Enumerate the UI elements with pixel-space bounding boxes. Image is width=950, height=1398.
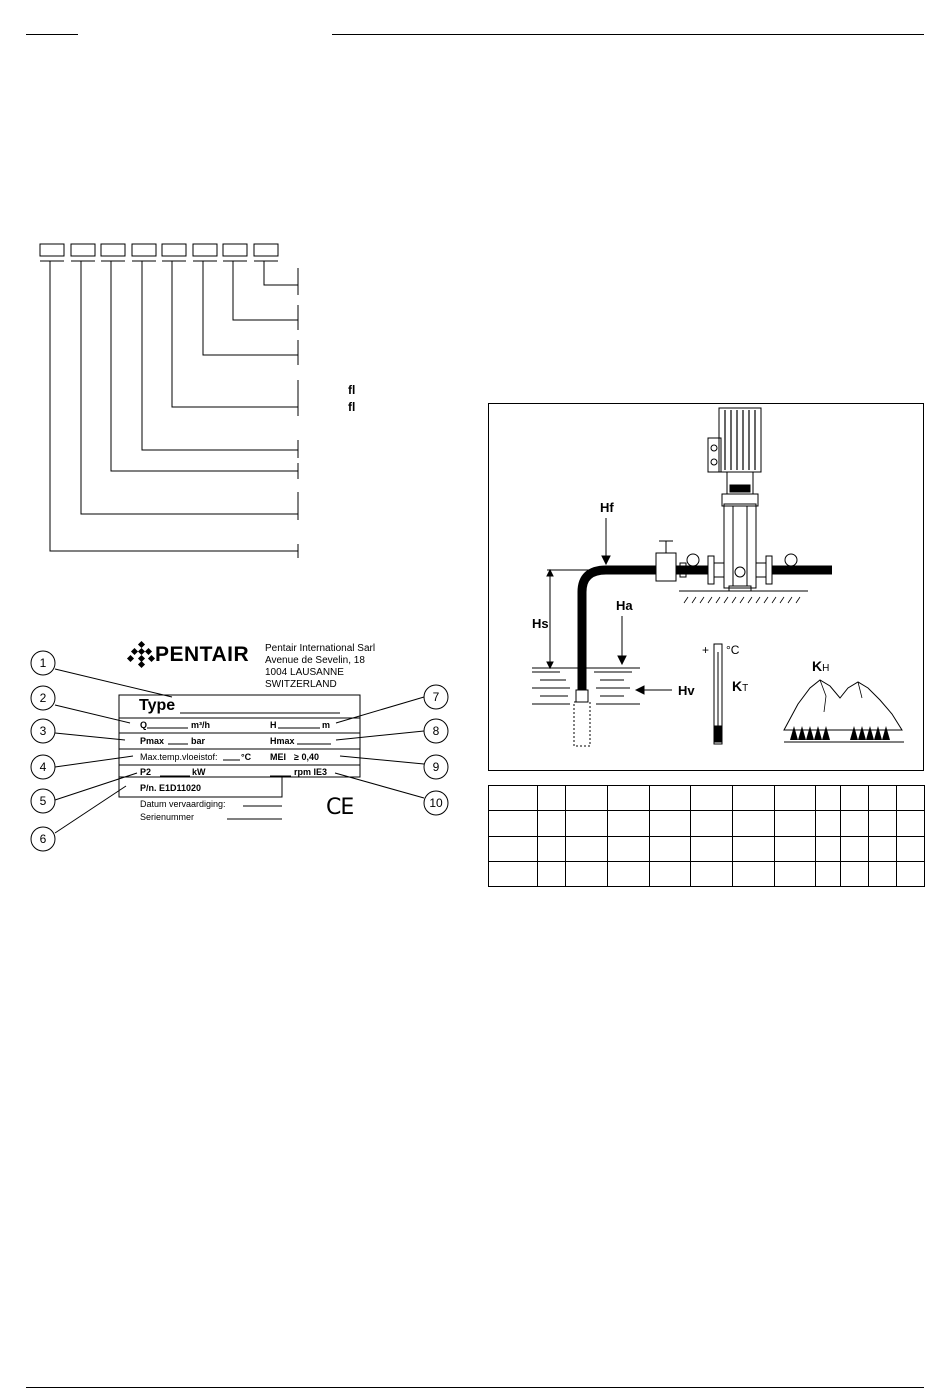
code-box-2 bbox=[70, 243, 96, 257]
code-box-1 bbox=[39, 243, 65, 257]
tree-icon bbox=[866, 726, 874, 740]
table-cell bbox=[773, 835, 817, 862]
table-cell bbox=[867, 860, 897, 888]
table-row bbox=[487, 835, 926, 862]
table-cell bbox=[607, 810, 650, 837]
code-box-4 bbox=[131, 243, 157, 257]
tree-icon bbox=[882, 726, 890, 740]
table-cell bbox=[537, 784, 567, 812]
header-rule-left bbox=[26, 34, 78, 35]
tree-icon bbox=[790, 726, 798, 740]
code-box-5 bbox=[161, 243, 187, 257]
table-cell bbox=[815, 784, 841, 812]
code-leader-line bbox=[202, 261, 298, 356]
table-cell bbox=[839, 835, 869, 862]
table-cell bbox=[732, 835, 775, 862]
table-cell bbox=[867, 810, 897, 837]
table-cell bbox=[648, 810, 692, 837]
table-cell bbox=[690, 784, 734, 812]
table-row bbox=[487, 860, 926, 888]
table-cell bbox=[487, 810, 539, 837]
table-cell bbox=[895, 784, 926, 812]
table-cell bbox=[537, 810, 567, 837]
tree-icon bbox=[822, 726, 830, 740]
table-cell bbox=[839, 784, 869, 812]
table-cell bbox=[732, 810, 775, 837]
code-leader-line bbox=[263, 261, 298, 286]
code-leader-line bbox=[141, 261, 298, 451]
table-row bbox=[487, 810, 926, 837]
label-deg-c: °C bbox=[726, 643, 740, 657]
table-cell bbox=[607, 784, 650, 812]
table-cell bbox=[895, 810, 926, 837]
table-cell bbox=[537, 860, 567, 888]
table-cell bbox=[565, 810, 609, 837]
table-cell bbox=[487, 835, 539, 862]
table-cell bbox=[815, 810, 841, 837]
table-cell bbox=[867, 784, 897, 812]
table-cell bbox=[773, 810, 817, 837]
table-cell bbox=[690, 860, 734, 888]
tree-icon bbox=[874, 726, 882, 740]
tree-icon bbox=[858, 726, 866, 740]
code-box-7 bbox=[222, 243, 248, 257]
footer-rule bbox=[26, 1387, 924, 1388]
tree-icon bbox=[814, 726, 822, 740]
label-kh: KH bbox=[812, 658, 830, 674]
table-cell bbox=[690, 810, 734, 837]
header-rule-right bbox=[332, 34, 924, 35]
installation-diagram bbox=[488, 403, 924, 771]
code-leader-line bbox=[232, 261, 298, 321]
code-leader-line bbox=[110, 261, 298, 472]
table-cell bbox=[895, 835, 926, 862]
tree-icon bbox=[798, 726, 806, 740]
table-cell bbox=[648, 784, 692, 812]
table-cell bbox=[815, 860, 841, 888]
code-leader-line bbox=[49, 261, 298, 552]
table-cell bbox=[607, 860, 650, 888]
label-hf: Hf bbox=[600, 500, 614, 515]
label-hv: Hv bbox=[678, 683, 695, 698]
table-cell bbox=[895, 860, 926, 888]
table-cell bbox=[565, 860, 609, 888]
code-box-3 bbox=[100, 243, 126, 257]
table-cell bbox=[648, 860, 692, 888]
fl-mark-2: fl bbox=[348, 400, 356, 414]
table-cell bbox=[839, 810, 869, 837]
table-cell bbox=[839, 860, 869, 888]
code-box-8 bbox=[253, 243, 279, 257]
table-cell bbox=[773, 860, 817, 888]
table-cell bbox=[487, 860, 539, 888]
tree-icon bbox=[850, 726, 858, 740]
table-cell bbox=[867, 835, 897, 862]
table-cell bbox=[565, 784, 609, 812]
tree-icon bbox=[806, 726, 814, 740]
code-box-6 bbox=[192, 243, 218, 257]
table-cell bbox=[607, 835, 650, 862]
table-cell bbox=[565, 835, 609, 862]
code-leader-line bbox=[80, 261, 298, 515]
fl-mark-1: fl bbox=[348, 383, 356, 397]
table-row bbox=[487, 784, 926, 812]
label-ha: Ha bbox=[616, 598, 633, 613]
table-cell bbox=[487, 784, 539, 812]
table-cell bbox=[732, 784, 775, 812]
table-cell bbox=[773, 784, 817, 812]
label-hs: Hs bbox=[532, 616, 549, 631]
table-cell bbox=[732, 860, 775, 888]
table-cell bbox=[648, 835, 692, 862]
data-table bbox=[487, 784, 926, 888]
code-leader-line bbox=[171, 261, 298, 408]
table-cell bbox=[537, 835, 567, 862]
table-cell bbox=[690, 835, 734, 862]
table-cell bbox=[815, 835, 841, 862]
label-plus: + bbox=[702, 643, 710, 657]
label-kt: KT bbox=[732, 678, 749, 694]
